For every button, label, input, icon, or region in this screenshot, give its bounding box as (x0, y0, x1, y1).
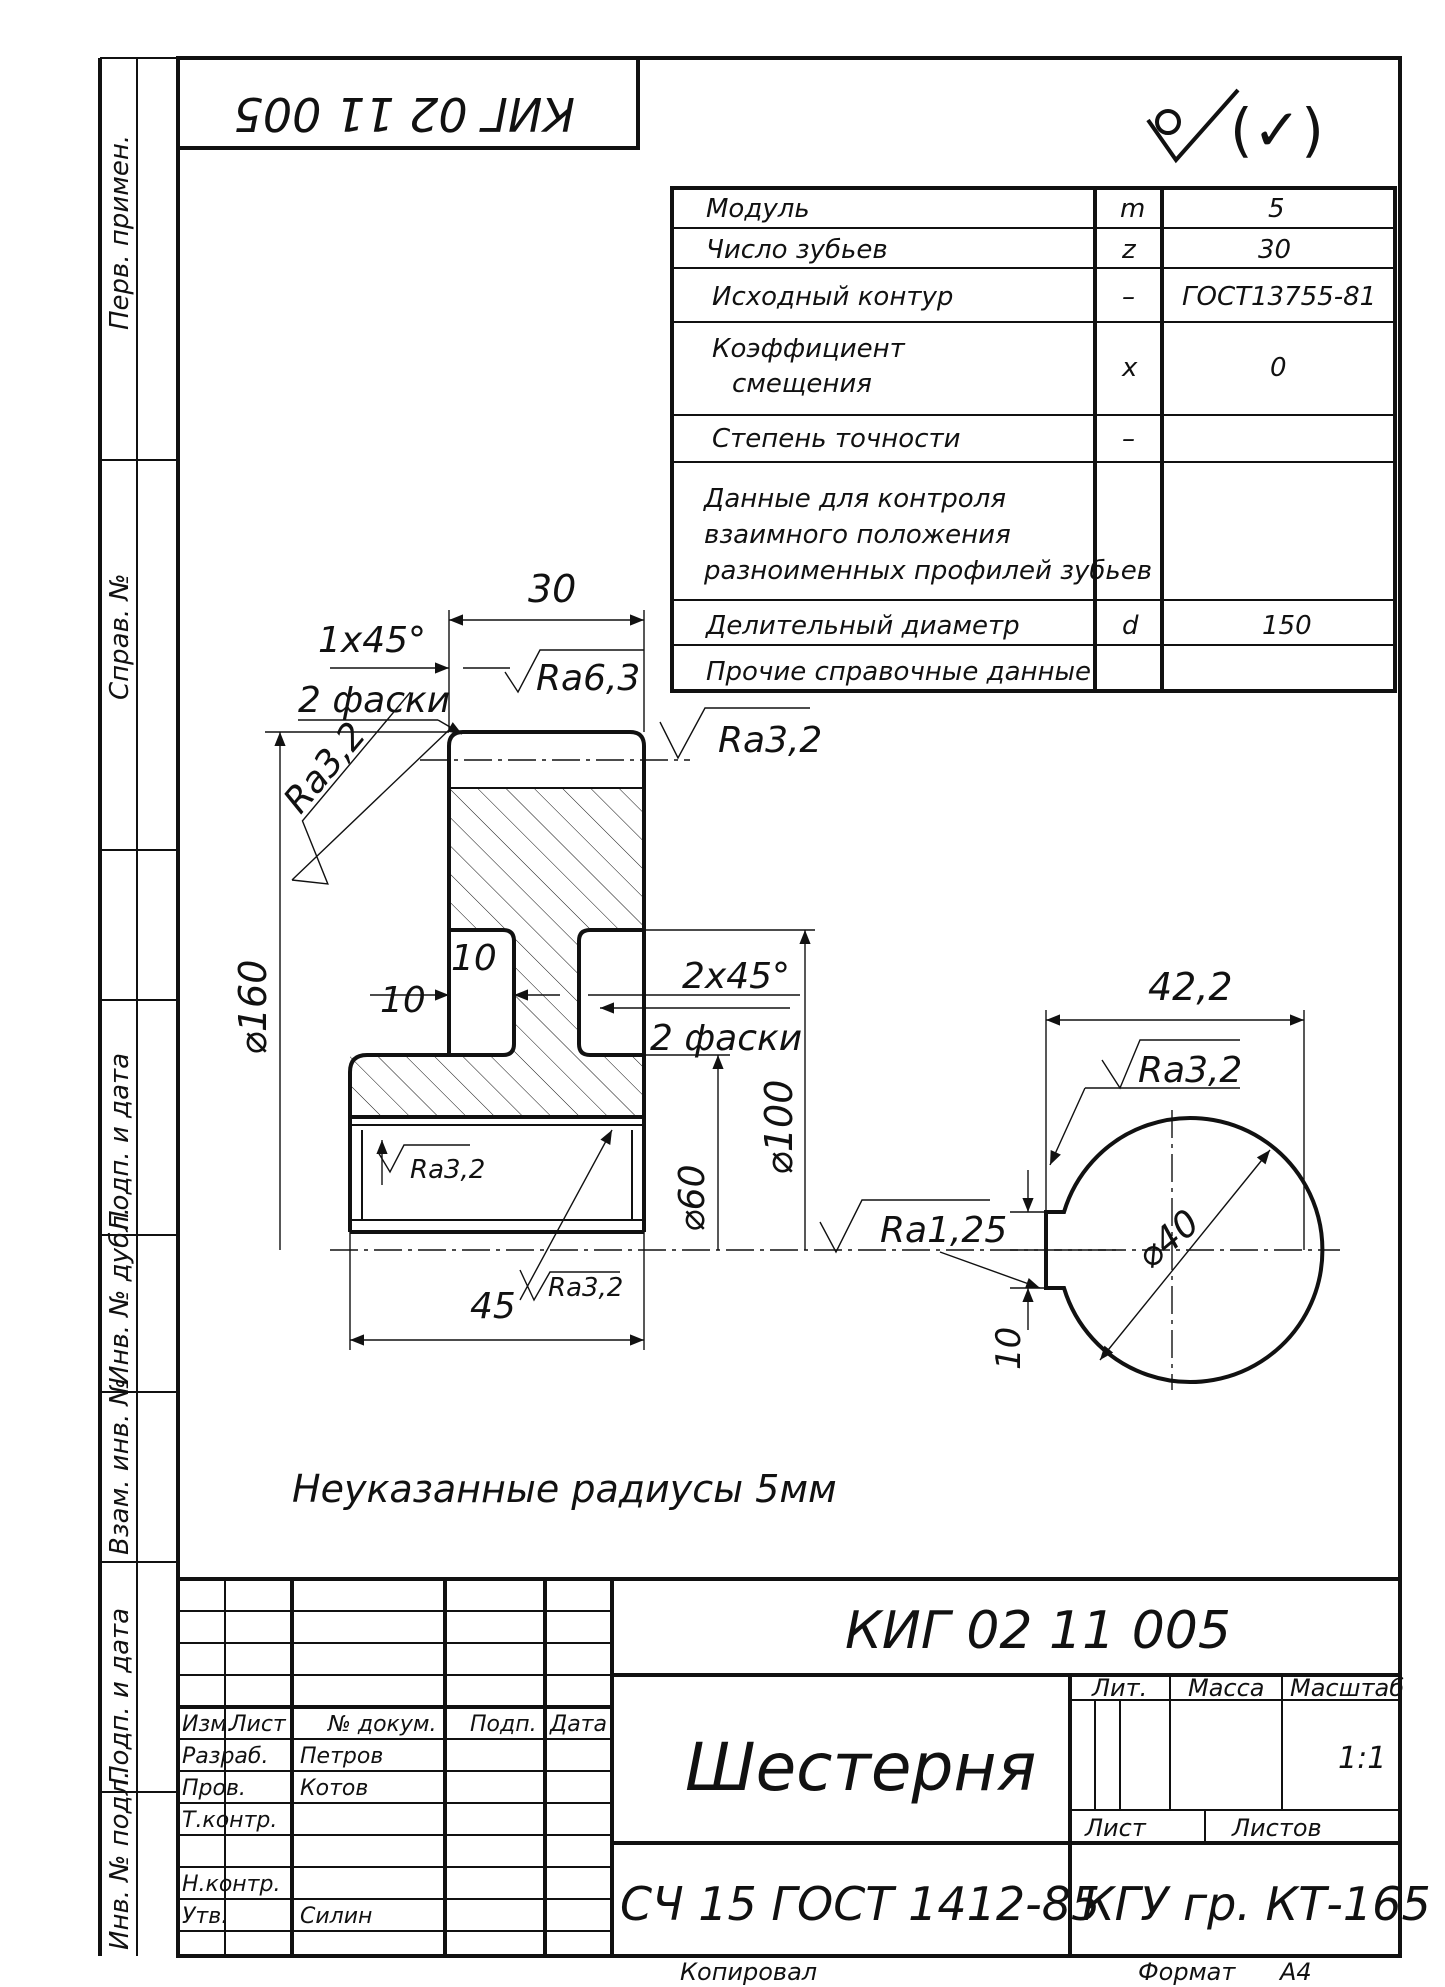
tb-material: СЧ 15 ГОСТ 1412-85 (620, 1877, 1100, 1931)
dim-10-left: 10 (380, 980, 426, 1021)
roughness-general-icon (1146, 88, 1240, 164)
param-name-control-2: взаимного положения (704, 520, 1011, 550)
role-nkontr: Н.контр. (182, 1872, 280, 1897)
role-utv: Утв. (182, 1904, 228, 1929)
param-symbol-teeth: z (1121, 235, 1137, 265)
col-izm: Изм. (182, 1712, 234, 1737)
dim-dia160: ⌀160 (231, 960, 275, 1055)
tb-sheet-label: Лист (1084, 1814, 1147, 1842)
dim-width-30: 30 (528, 567, 576, 611)
dim-10-keyway: 10 (989, 1327, 1029, 1370)
dim-ra32-section: Ra3,2 (1138, 1050, 1242, 1091)
param-name-contour: Исходный контур (712, 282, 953, 312)
param-name-accuracy: Степень точности (712, 424, 961, 454)
param-name-teeth: Число зубьев (706, 235, 888, 265)
dim-chamfers-2b: 2 фаски (650, 1018, 802, 1059)
title-block: Изм. Лист № докум. Подп. Дата Разраб. Пе… (178, 1577, 1431, 1956)
param-symbol-contour: – (1122, 282, 1135, 312)
label-podp-data-2: Подп. и дата (105, 1608, 135, 1785)
dim-ra32-hub: Ra3,2 (548, 1273, 623, 1303)
footer-format-label: Формат (1138, 1958, 1236, 1986)
label-inv-podl: Инв. № подл. (105, 1771, 135, 1950)
dim-dia40: ⌀40 (1129, 1202, 1207, 1277)
param-name-control-3: разноименных профилей зубьев (703, 556, 1152, 586)
dim-ra32-right: Ra3,2 (718, 720, 822, 761)
role-tkontr: Т.контр. (182, 1808, 277, 1833)
param-name-pitch: Делительный диаметр (705, 611, 1020, 641)
param-symbol-module: m (1120, 194, 1145, 224)
label-vzam-inv: Взам. инв. № (105, 1378, 135, 1555)
param-value-pitch: 150 (1262, 611, 1312, 641)
param-name-module: Модуль (706, 194, 810, 224)
name-prov: Котов (300, 1776, 368, 1801)
param-name-other: Прочие справочные данные (706, 657, 1091, 687)
label-sprav-no: Справ. № (105, 574, 135, 700)
dim-dia60: ⌀60 (672, 1165, 713, 1232)
params-table: Модуль m 5 Число зубьев z 30 Исходный ко… (670, 186, 1397, 693)
tb-scale-label: Масштаб (1290, 1674, 1404, 1702)
footer-format-value: А4 (1278, 1958, 1312, 1986)
tb-part-name: Шестерня (685, 1729, 1036, 1806)
param-symbol-pitch: d (1122, 611, 1139, 641)
tb-scale-value: 1:1 (1338, 1741, 1386, 1776)
tb-mass-label: Масса (1188, 1674, 1265, 1702)
param-symbol-shift: x (1121, 353, 1138, 383)
tb-designation: КИГ 02 11 005 (845, 1601, 1231, 1661)
role-prov: Пров. (182, 1776, 246, 1801)
dim-chamfer-2x45: 2x45° (682, 956, 790, 997)
dim-42-2: 42,2 (1148, 965, 1233, 1009)
tb-sheets-label: Листов (1231, 1814, 1322, 1842)
param-value-module: 5 (1268, 194, 1285, 224)
label-perv-primen: Перв. примен. (105, 135, 135, 330)
roughness-bracket-text: (✓) (1230, 96, 1324, 164)
param-name-shift-2: смещения (732, 369, 872, 399)
dim-ra63: Ra6,3 (536, 658, 640, 699)
param-value-teeth: 30 (1258, 235, 1291, 265)
param-value-contour: ГОСТ13755-81 (1182, 282, 1376, 312)
dim-chamfer-1x45: 1x45° (318, 620, 426, 661)
col-podp: Подп. (470, 1712, 537, 1737)
dim-45: 45 (470, 1286, 516, 1327)
col-list: Лист (229, 1712, 287, 1737)
top-stamp-text: КИГ 02 11 005 (234, 87, 575, 141)
label-inv-dubl: Инв. № дубл. (105, 1207, 135, 1385)
sheet-frame (176, 56, 1402, 1958)
param-value-shift: 0 (1270, 353, 1287, 383)
tb-organization: КГУ гр. КТ-165 (1082, 1877, 1431, 1931)
param-name-control-1: Данные для контроля (703, 484, 1006, 514)
dim-dia100: ⌀100 (757, 1080, 801, 1175)
dim-10-groove: 10 (451, 938, 497, 979)
param-name-shift-1: Коэффициент (712, 334, 906, 364)
footer-copied: Копировал (680, 1958, 817, 1986)
dim-ra32-left: Ra3,2 (276, 715, 374, 821)
name-razrab: Петров (300, 1744, 383, 1769)
col-doc: № докум. (327, 1712, 436, 1737)
param-symbol-accuracy: – (1122, 424, 1135, 454)
name-utv: Силин (300, 1904, 372, 1929)
col-data: Дата (549, 1712, 607, 1737)
dim-ra125: Ra1,25 (880, 1210, 1007, 1251)
dim-chamfers-2a: 2 фаски (298, 680, 450, 721)
dim-ra32-bore: Ra3,2 (410, 1155, 485, 1185)
top-stamp-box (176, 56, 640, 150)
role-razrab: Разраб. (182, 1744, 268, 1769)
tb-lit-label: Лит. (1091, 1674, 1147, 1702)
label-podp-data-1: Подп. и дата (105, 1053, 135, 1230)
gear-section (330, 730, 1120, 1251)
note-radii: Неуказанные радиусы 5мм (292, 1467, 837, 1511)
